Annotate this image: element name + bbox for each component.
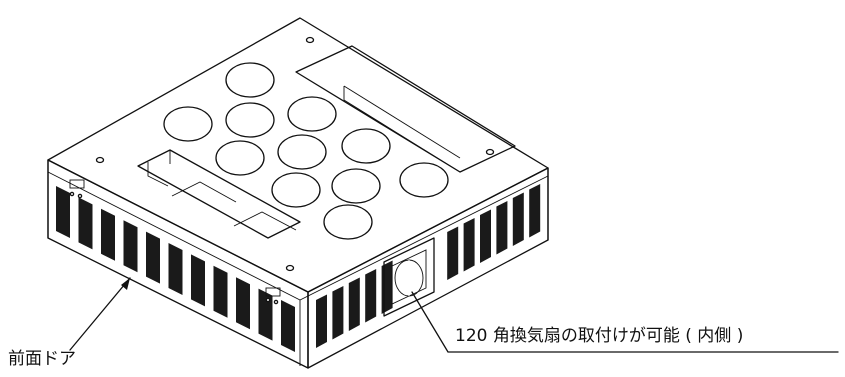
vent-slot — [480, 209, 491, 263]
side-vent-grille — [316, 184, 541, 348]
leader-front-door — [69, 277, 131, 351]
vent-slot — [365, 269, 377, 323]
vent-slot — [348, 277, 360, 331]
top-screws — [95, 36, 495, 272]
vent-slot — [56, 186, 70, 238]
vent-slot — [496, 201, 508, 255]
vent-slot — [447, 226, 459, 280]
vent-slot — [146, 231, 160, 284]
vent-slot — [213, 265, 228, 318]
fan-mount-label: 120 角換気扇の取付けが可能 ( 内側 ) — [455, 326, 744, 346]
vent-slot — [381, 260, 393, 314]
vent-slot — [332, 286, 344, 340]
vent-slot — [512, 192, 524, 246]
front-vent-grille — [56, 186, 295, 352]
front-cable-opening — [137, 149, 301, 239]
door-hinges — [69, 179, 281, 305]
vent-slot — [463, 218, 475, 272]
fan-mount — [383, 237, 435, 317]
leader-fan-mount — [411, 291, 839, 353]
front-door-label: 前面ドア — [8, 349, 76, 369]
vent-slot — [529, 184, 541, 238]
vent-slot — [281, 300, 295, 352]
vent-slot — [78, 197, 93, 250]
vent-slot — [236, 277, 250, 330]
vent-slot — [168, 243, 183, 295]
cable-holes — [163, 62, 449, 240]
rear-cable-slot — [295, 45, 516, 173]
vent-slot — [123, 220, 138, 273]
vent-slot — [101, 208, 115, 261]
vent-slot — [316, 294, 327, 348]
vent-slot — [191, 254, 205, 307]
